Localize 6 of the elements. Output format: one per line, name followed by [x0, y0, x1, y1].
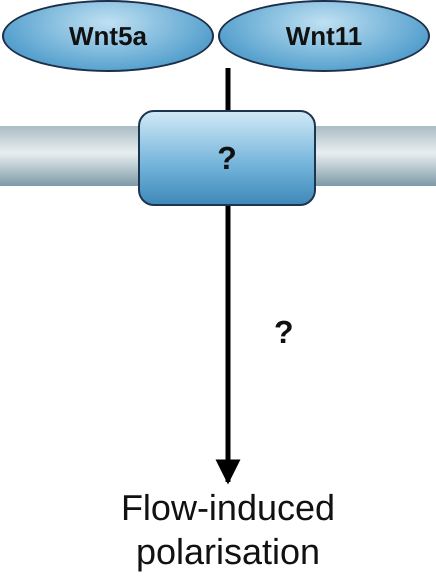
edge-label: ?	[274, 314, 294, 351]
arrow	[216, 206, 240, 484]
outcome-text: Flow-induced polarisation	[60, 486, 396, 578]
ligand-ellipse: Wnt5a	[2, 0, 214, 72]
ligand-ellipse: Wnt11	[218, 0, 430, 72]
receptor-box: ?	[138, 110, 316, 206]
